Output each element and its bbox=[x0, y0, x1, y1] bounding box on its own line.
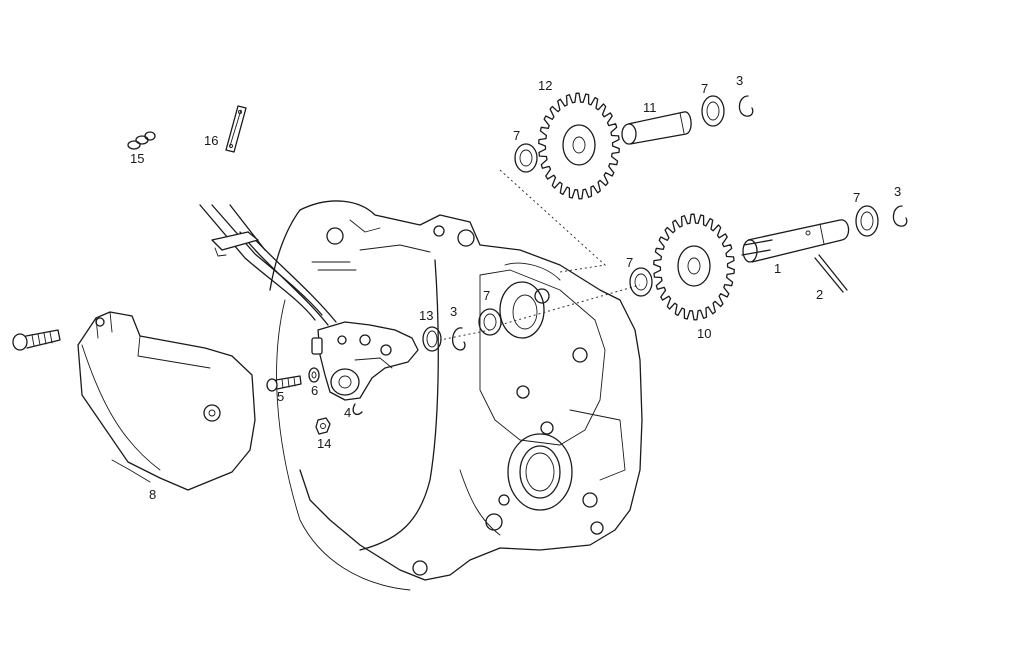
circlip-part-3-upper bbox=[738, 95, 754, 117]
callout-16: 16 bbox=[204, 133, 218, 148]
cover-bolt bbox=[12, 329, 61, 351]
pump-part-4 bbox=[311, 321, 419, 416]
callout-6: 6 bbox=[311, 383, 318, 398]
washer-part-7-left bbox=[478, 308, 502, 336]
washer-part-7-lower-left bbox=[629, 267, 653, 297]
callout-15: 15 bbox=[130, 151, 144, 166]
circlip-part-3-lower bbox=[892, 205, 908, 227]
washer-part-6 bbox=[308, 367, 320, 383]
shaft-part-1 bbox=[741, 219, 850, 263]
callout-5: 5 bbox=[277, 389, 284, 404]
callout-3-upper: 3 bbox=[736, 73, 743, 88]
callout-1: 1 bbox=[774, 261, 781, 276]
pin-part-2 bbox=[814, 254, 848, 293]
callout-7-upper-left: 7 bbox=[513, 128, 520, 143]
bolt-part-5 bbox=[266, 375, 302, 392]
cable-assembly bbox=[199, 204, 337, 326]
callout-13: 13 bbox=[419, 308, 433, 323]
ring-part-13 bbox=[422, 326, 442, 352]
callout-11: 11 bbox=[643, 100, 657, 115]
strip-part-16 bbox=[225, 105, 247, 153]
callout-7-left: 7 bbox=[483, 288, 490, 303]
cover-part-8 bbox=[77, 311, 256, 491]
callout-7-lower-left: 7 bbox=[626, 255, 633, 270]
assembly-axes bbox=[439, 169, 641, 341]
crankcase bbox=[269, 200, 643, 591]
gear-part-10 bbox=[653, 213, 735, 321]
callout-2: 2 bbox=[816, 287, 823, 302]
circlip-part-3-left bbox=[452, 327, 466, 351]
callout-10: 10 bbox=[697, 326, 711, 341]
callout-4: 4 bbox=[344, 405, 351, 420]
callout-8: 8 bbox=[149, 487, 156, 502]
callout-3-lower: 3 bbox=[894, 184, 901, 199]
callout-7-lower-right: 7 bbox=[853, 190, 860, 205]
callout-3-left: 3 bbox=[450, 304, 457, 319]
washer-part-7-upper-left bbox=[514, 143, 538, 173]
gear-part-12 bbox=[538, 92, 620, 200]
callout-14: 14 bbox=[317, 436, 331, 451]
nut-part-14 bbox=[315, 417, 331, 435]
chain-link-part-15 bbox=[127, 131, 156, 150]
callout-12: 12 bbox=[538, 78, 552, 93]
washer-part-7-upper-right bbox=[701, 95, 725, 127]
washer-part-7-lower-right bbox=[855, 205, 879, 237]
callout-7-upper-right: 7 bbox=[701, 81, 708, 96]
shaft-part-11 bbox=[621, 111, 692, 145]
callout-labels: 1 2 3 3 3 4 5 6 7 7 7 7 7 8 10 11 12 13 … bbox=[130, 73, 901, 502]
